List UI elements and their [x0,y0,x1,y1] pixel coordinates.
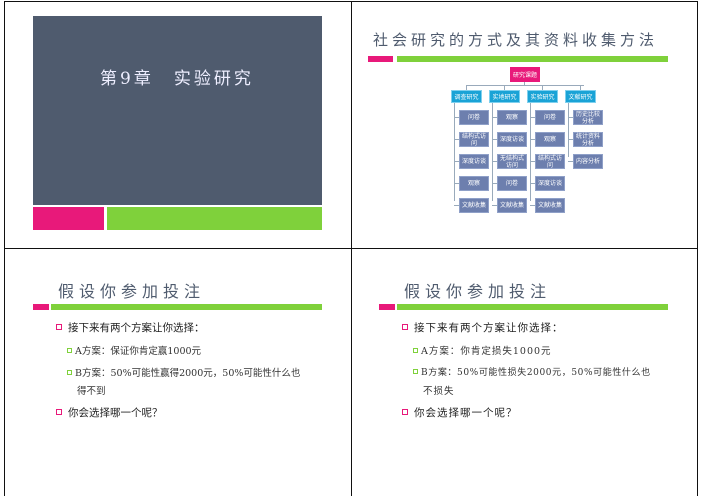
chart-item-node: 问卷 [535,110,565,125]
divider-horizontal [4,248,698,249]
bullet-text: 你会选择哪一个呢？ [68,407,163,419]
bullet-text: A方案：你肯定损失1000元 [421,346,552,357]
connector-line [530,103,531,201]
chart-column-header: 文献研究 [565,90,596,103]
bullet-text: 接下来有两个方案让你选择： [414,322,564,334]
bullet-text: A方案：保证你肯定赢1000元 [75,346,202,357]
slide-1-title: 第9章 实验研究 [100,69,254,89]
connector-line [492,139,497,140]
chart-column-header: 实验研究 [527,90,558,103]
connector-line [568,161,573,162]
sub-bullet-a: A方案：你肯定损失1000元 [413,343,552,357]
pink-accent-bar [33,207,104,230]
connector-line [466,85,584,86]
connector-line [530,183,535,184]
chart-item-node: 内容分析 [573,154,603,169]
bullet-square-icon [56,324,62,330]
chart-item-node: 历史比较分析 [573,110,603,125]
connector-line [530,139,535,140]
slide-4-title: 假设你参加投注 [404,282,552,301]
sub-bullet-b: B方案：50%可能性损失2000元，50%可能性什么也 [413,365,651,378]
connector-line [466,85,467,90]
sub-bullet-b-continued: 不损失 [423,386,455,397]
pink-accent-bar [368,56,393,62]
connector-line [568,117,573,118]
green-accent-bar [397,56,668,62]
connector-line [454,139,459,140]
connector-line [568,103,569,157]
connector-line [492,117,497,118]
connector-line [492,183,497,184]
bullet-text: 你会选择哪一个呢？ [414,407,518,419]
green-accent-bar [51,304,322,310]
bullet-1: 接下来有两个方案让你选择： [56,320,205,335]
chart-root-node: 研究课题 [510,67,540,82]
chart-item-node: 问卷 [497,176,527,191]
chart-item-node: 文献收集 [497,198,527,213]
bullet-square-icon [56,409,62,415]
connector-line [492,103,493,201]
chart-item-node: 结构式访问 [459,132,489,147]
connector-line [530,117,535,118]
chart-item-node: 观察 [459,176,489,191]
connector-line [454,117,459,118]
bullet-square-icon [67,348,72,353]
title-panel [33,16,322,205]
bullet-square-icon [413,369,418,374]
connector-line [504,85,505,90]
connector-line [580,85,581,90]
chart-item-node: 深度访谈 [535,176,565,191]
chart-column-header: 实地研究 [489,90,520,103]
chart-item-node: 无结构式访问 [497,154,527,169]
chart-item-node: 观察 [535,132,565,147]
connector-line [454,161,459,162]
pink-accent-bar [379,304,395,310]
chart-item-node: 观察 [497,110,527,125]
chart-item-node: 文献收集 [459,198,489,213]
connector-line [492,161,497,162]
bullet-2: 你会选择哪一个呢？ [402,405,518,420]
green-accent-bar [397,304,668,310]
connector-line [454,103,455,201]
connector-line [530,205,535,206]
bullet-square-icon [402,324,408,330]
sub-bullet-b-continued: 得不到 [77,386,106,397]
chart-item-node: 深度访谈 [497,132,527,147]
chart-item-node: 统计资料分析 [573,132,603,147]
chart-item-node: 文献收集 [535,198,565,213]
bullet-2: 你会选择哪一个呢？ [56,405,163,420]
slide-3-title: 假设你参加投注 [58,282,206,301]
connector-line [568,139,573,140]
bullet-square-icon [402,409,408,415]
connector-line [530,161,535,162]
connector-line [454,183,459,184]
connector-line [542,85,543,90]
chart-item-node: 问卷 [459,110,489,125]
chart-column-header: 调查研究 [451,90,482,103]
connector-line [524,82,525,86]
chart-item-node: 深度访谈 [459,154,489,169]
connector-line [492,205,497,206]
connector-line [454,205,459,206]
bullet-text: B方案：50%可能性损失2000元，50%可能性什么也 [421,368,651,378]
chart-item-node: 结构式访问 [535,154,565,169]
bullet-square-icon [67,370,72,375]
green-accent-bar [107,207,322,230]
sub-bullet-a: A方案：保证你肯定赢1000元 [67,343,201,357]
sub-bullet-b: B方案：50%可能性赢得2000元，50%可能性什么也 [67,365,300,379]
bullet-text: 接下来有两个方案让你选择： [68,322,205,334]
bullet-1: 接下来有两个方案让你选择： [402,320,564,335]
bullet-text: B方案：50%可能性赢得2000元，50%可能性什么也 [75,368,301,379]
bullet-square-icon [413,348,418,353]
slide-2-title: 社会研究的方式及其资料收集方法 [373,31,659,49]
pink-accent-bar [33,304,49,310]
